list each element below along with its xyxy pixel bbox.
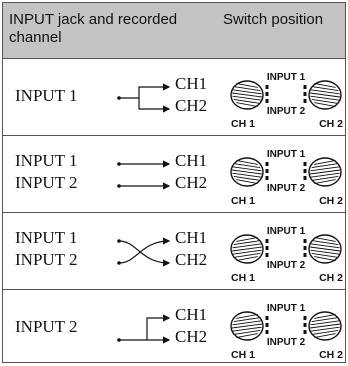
routing-split-arrow-icon	[117, 314, 171, 344]
header-switch-position: Switch position	[223, 11, 324, 28]
ch1-switch-knob-icon	[230, 157, 264, 187]
switch-label-ch1: CH 1	[231, 349, 255, 361]
switch-position-icon: INPUT 1 INPUT 2 CH 1 CH 2	[230, 226, 343, 284]
channel-label: CH1	[175, 228, 208, 247]
input-label: INPUT 2	[15, 317, 78, 336]
header-input-jack: INPUT jack and recorded channel	[9, 11, 178, 46]
switch-label-input2: INPUT 2	[267, 260, 306, 271]
channel-label: CH2	[175, 250, 208, 269]
switch-label-input1: INPUT 1	[267, 226, 306, 237]
switch-label-ch1: CH 1	[231, 195, 255, 207]
channel-label: CH2	[175, 96, 208, 115]
channel-label: CH1	[175, 151, 208, 170]
channel-label: CH2	[175, 173, 208, 192]
channel-label: CH1	[175, 305, 208, 324]
table-header: INPUT jack and recorded channel Switch p…	[3, 3, 345, 59]
routing-crossed-arrows-icon	[117, 237, 171, 267]
channel-label: CH1	[175, 74, 208, 93]
switch-label-input2: INPUT 2	[267, 183, 306, 194]
table-row: INPUT 1 INPUT 2 CH1 CH2 INPUT 1 INPUT 2 CH…	[3, 136, 345, 213]
switch-label-input2: INPUT 2	[267, 106, 306, 117]
input-label: INPUT 1	[15, 86, 78, 105]
ch2-switch-knob-icon	[308, 80, 342, 110]
switch-position-icon: INPUT 1 INPUT 2 CH 1 CH 2	[230, 149, 343, 207]
switch-label-input1: INPUT 1	[267, 72, 306, 83]
ch1-switch-knob-icon	[230, 311, 264, 341]
input-label: INPUT 1	[15, 228, 78, 247]
input-label: INPUT 2	[15, 250, 78, 269]
routing-straight-arrows-icon	[117, 160, 171, 190]
table-row: INPUT 2 CH1 CH2 INPUT 1 INPUT 2 CH 1 CH 2	[3, 290, 345, 366]
switch-label-input1: INPUT 1	[267, 303, 306, 314]
switch-label-input2: INPUT 2	[267, 337, 306, 348]
table-row: INPUT 1 INPUT 2 CH1 CH2 INPUT 1 INPUT 2 CH…	[3, 213, 345, 290]
switch-label-ch2: CH 2	[319, 349, 343, 361]
ch2-switch-knob-icon	[308, 311, 342, 341]
switch-label-input1: INPUT 1	[267, 149, 306, 160]
ch1-switch-knob-icon	[230, 234, 264, 264]
ch1-switch-knob-icon	[230, 80, 264, 110]
switch-label-ch1: CH 1	[231, 118, 255, 130]
input-label: INPUT 1	[15, 151, 78, 170]
ch2-switch-knob-icon	[308, 234, 342, 264]
table-row: INPUT 1 CH1 CH2 INPUT 1 INPUT 2 CH 1 CH 2	[3, 59, 345, 136]
switch-position-icon: INPUT 1 INPUT 2 CH 1 CH 2	[230, 303, 343, 361]
switch-label-ch2: CH 2	[319, 118, 343, 130]
switch-position-icon: INPUT 1 INPUT 2 CH 1 CH 2	[230, 72, 343, 130]
routing-split-arrow-icon	[117, 83, 171, 113]
input-channel-table: INPUT jack and recorded channel Switch p…	[2, 2, 346, 363]
switch-label-ch1: CH 1	[231, 272, 255, 284]
input-label: INPUT 2	[15, 173, 78, 192]
ch2-switch-knob-icon	[308, 157, 342, 187]
switch-label-ch2: CH 2	[319, 272, 343, 284]
channel-label: CH2	[175, 327, 208, 346]
switch-label-ch2: CH 2	[319, 195, 343, 207]
